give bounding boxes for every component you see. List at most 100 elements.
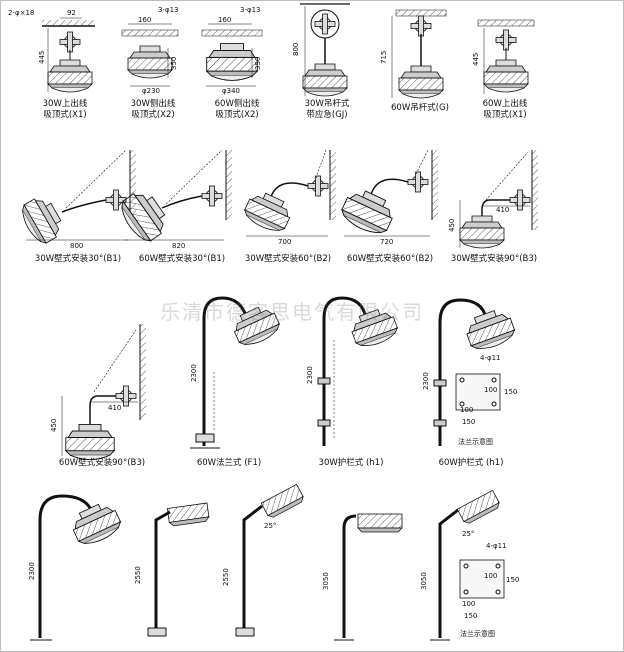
svg-text:700: 700 xyxy=(278,238,291,246)
caption-x1-60w: 60W上出线 吸顶式(X1) xyxy=(470,99,540,121)
drawing-x1-30w: 445 2-φ×18 92 xyxy=(8,9,95,93)
svg-text:720: 720 xyxy=(380,238,393,246)
drawing-b1-30w: 800 xyxy=(16,149,136,250)
svg-text:800: 800 xyxy=(70,242,83,250)
svg-text:100: 100 xyxy=(484,386,497,394)
caption-gj-30w: 30W吊杆式 带应急(GJ) xyxy=(292,99,362,121)
drawing-h1-60w: 2300 4-φ11 100 150 100 150 法兰示意图 xyxy=(422,298,518,446)
drawing-gj-30w: 800 xyxy=(292,3,350,97)
drawing-pole-e: 3050 25° 4-φ11 100 150 100 150 法兰示意图 xyxy=(420,489,519,641)
caption-h1-60w: 60W护栏式 (h1) xyxy=(426,458,516,469)
caption-line: 60W吊杆式(G) xyxy=(391,103,449,113)
svg-text:2300: 2300 xyxy=(306,366,314,384)
svg-text:4-φ11: 4-φ11 xyxy=(480,354,501,362)
caption-b3-30w: 30W壁式安装90°(B3) xyxy=(442,254,546,265)
svg-text:φ340: φ340 xyxy=(222,87,240,95)
svg-text:100: 100 xyxy=(460,406,473,414)
svg-text:25°: 25° xyxy=(264,522,276,530)
svg-text:3050: 3050 xyxy=(420,572,428,590)
caption-line: 30W吊杆式 xyxy=(304,99,350,109)
caption-x2-60w: 60W侧出线 吸顶式(X2) xyxy=(202,99,272,121)
svg-text:3-φ13: 3-φ13 xyxy=(240,6,261,14)
drawing-h1-30w: 2300 xyxy=(306,296,401,446)
caption-line: 60W壁式安装90°(B3) xyxy=(58,458,146,468)
caption-line: 吸顶式(X1) xyxy=(483,110,527,120)
svg-text:2300: 2300 xyxy=(28,562,36,580)
drawing-pole-b: 2550 xyxy=(134,502,210,637)
drawing-b2-30w: 700 xyxy=(240,149,336,246)
caption-line: 吸顶式(X2) xyxy=(215,110,259,120)
caption-line: 60W壁式安装60°(B2) xyxy=(346,254,434,264)
svg-text:2300: 2300 xyxy=(422,372,430,390)
caption-f1-60w: 60W法兰式 (F1) xyxy=(184,458,274,469)
caption-b3-60w: 60W壁式安装90°(B3) xyxy=(50,458,154,469)
svg-text:4-φ11: 4-φ11 xyxy=(486,542,507,550)
svg-text:150: 150 xyxy=(464,612,477,620)
drawing-g-60w: 715 xyxy=(380,9,447,99)
svg-text:3050: 3050 xyxy=(322,572,330,590)
svg-text:φ230: φ230 xyxy=(142,87,160,95)
caption-line: 30W壁式安装60°(B2) xyxy=(244,254,332,264)
caption-line: 30W壁式安装30°(B1) xyxy=(34,254,122,264)
caption-x2-30w: 30W侧出线 吸顶式(X2) xyxy=(118,99,188,121)
caption-b1-30w: 30W壁式安装30°(B1) xyxy=(28,254,128,265)
caption-b2-30w: 30W壁式安装60°(B2) xyxy=(236,254,340,265)
caption-g-60w: 60W吊杆式(G) xyxy=(380,103,460,114)
drawing-b3-60w: 410 450 xyxy=(50,324,146,461)
svg-text:410: 410 xyxy=(108,404,121,412)
svg-text:150: 150 xyxy=(462,418,475,426)
caption-line: 30W上出线 xyxy=(42,99,88,109)
caption-b2-60w: 60W壁式安装60°(B2) xyxy=(338,254,442,265)
drawing-f1-60w: 2300 xyxy=(190,296,284,449)
caption-line: 60W壁式安装30°(B1) xyxy=(138,254,226,264)
drawing-pole-c: 2550 25° xyxy=(222,483,304,637)
drawing-b1-60w: 820 xyxy=(115,149,232,250)
caption-line: 60W法兰式 (F1) xyxy=(196,458,262,468)
svg-text:100: 100 xyxy=(462,600,475,608)
drawing-pole-d: 3050 xyxy=(322,513,403,641)
svg-text:800: 800 xyxy=(292,43,300,56)
drawing-b3-30w: 410 450 xyxy=(448,150,538,249)
drawing-pole-a: 2300 xyxy=(28,494,125,641)
caption-line: 吸顶式(X1) xyxy=(43,110,87,120)
svg-text:160: 160 xyxy=(218,16,231,24)
drawing-x2-60w: 160 3-φ13 350 φ340 xyxy=(201,6,263,95)
caption-line: 60W侧出线 xyxy=(214,99,260,109)
svg-text:350: 350 xyxy=(254,57,262,70)
drawing-x2-30w: 160 3-φ13 350 φ230 xyxy=(121,6,179,95)
drawing-x1-60w: 445 xyxy=(472,19,535,94)
svg-text:100: 100 xyxy=(484,572,497,580)
caption-h1-30w: 30W护栏式 (h1) xyxy=(306,458,396,469)
caption-line: 30W壁式安装90°(B3) xyxy=(450,254,538,264)
svg-text:450: 450 xyxy=(50,419,58,432)
svg-text:法兰示意图: 法兰示意图 xyxy=(460,629,495,638)
caption-line: 60W护栏式 (h1) xyxy=(438,458,504,468)
caption-b1-60w: 60W壁式安装30°(B1) xyxy=(130,254,234,265)
svg-text:25°: 25° xyxy=(462,530,474,538)
svg-text:160: 160 xyxy=(138,16,151,24)
caption-line: 30W护栏式 (h1) xyxy=(318,458,384,468)
svg-text:法兰示意图: 法兰示意图 xyxy=(458,437,493,446)
drawing-b2-60w: 720 xyxy=(337,149,438,246)
svg-text:445: 445 xyxy=(38,51,46,64)
svg-text:445: 445 xyxy=(472,53,480,66)
caption-line: 30W侧出线 xyxy=(130,99,176,109)
svg-text:820: 820 xyxy=(172,242,185,250)
svg-text:450: 450 xyxy=(448,219,456,232)
caption-line: 带应急(GJ) xyxy=(306,110,348,120)
svg-text:3-φ13: 3-φ13 xyxy=(158,6,179,14)
svg-text:2550: 2550 xyxy=(134,566,142,584)
watermark: 乐清市德客思电气有限公司 xyxy=(160,300,424,324)
svg-text:410: 410 xyxy=(496,206,509,214)
caption-line: 60W上出线 xyxy=(482,99,528,109)
caption-line: 吸顶式(X2) xyxy=(131,110,175,120)
svg-text:2300: 2300 xyxy=(190,364,198,382)
svg-text:150: 150 xyxy=(506,576,519,584)
svg-text:2-φ×18: 2-φ×18 xyxy=(8,9,34,17)
svg-text:92: 92 xyxy=(67,9,76,17)
svg-text:715: 715 xyxy=(380,51,388,64)
svg-text:2550: 2550 xyxy=(222,568,230,586)
caption-x1-30w: 30W上出线 吸顶式(X1) xyxy=(30,99,100,121)
svg-text:350: 350 xyxy=(170,57,178,70)
